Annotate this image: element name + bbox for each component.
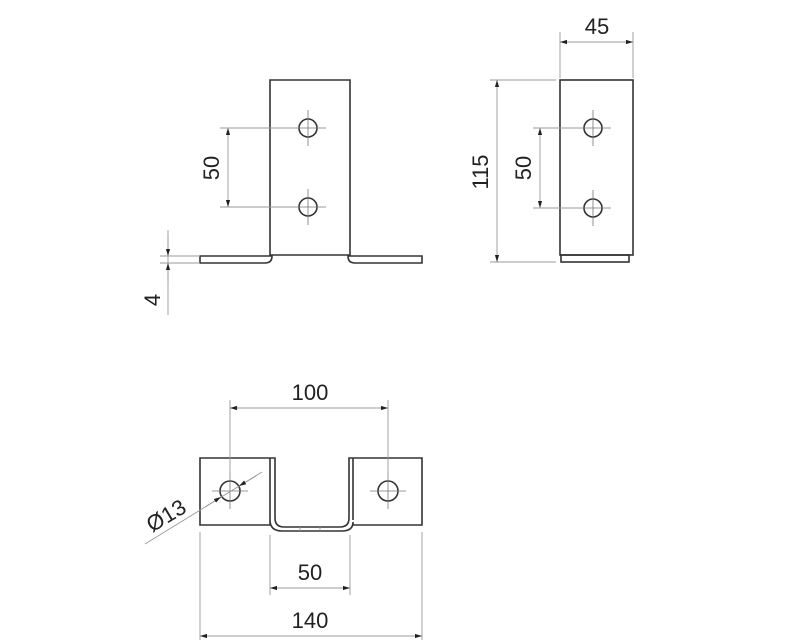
front-flange-right — [347, 255, 423, 264]
front-upright — [269, 79, 351, 256]
height-label: 115 — [468, 154, 493, 189]
front-hole-spacing-label: 50 — [199, 156, 224, 180]
overall-extension-lines — [199, 532, 423, 640]
overall-width-label: 140 — [292, 608, 329, 633]
diameter-arrow-2 — [238, 475, 257, 487]
diameter-arrow-1 — [204, 496, 222, 508]
thickness-extension-lines — [160, 230, 200, 315]
hole-spacing-extension-lines — [229, 400, 389, 480]
height-extension-lines — [490, 79, 556, 263]
side-base — [560, 254, 630, 263]
front-flange-left — [199, 255, 273, 264]
channel-width-label: 50 — [298, 560, 322, 585]
side-view: 45 115 50 — [468, 14, 634, 263]
channel-marks — [299, 527, 321, 531]
hole-spacing-label: 100 — [292, 380, 329, 405]
side-plate — [559, 79, 634, 256]
front-hole-lower — [290, 189, 326, 225]
side-hole-spacing-label: 50 — [511, 156, 536, 180]
top-outline-outer — [199, 457, 423, 532]
thickness-label: 4 — [140, 294, 165, 306]
width-extension-lines — [559, 32, 634, 78]
channel-extension-lines — [269, 535, 351, 595]
channel-walls — [269, 458, 354, 520]
top-view: 100 50 140 Ø13 — [142, 380, 423, 640]
width-label: 45 — [585, 14, 609, 39]
front-view: 50 4 — [140, 79, 423, 315]
front-extension-lines — [220, 127, 296, 208]
